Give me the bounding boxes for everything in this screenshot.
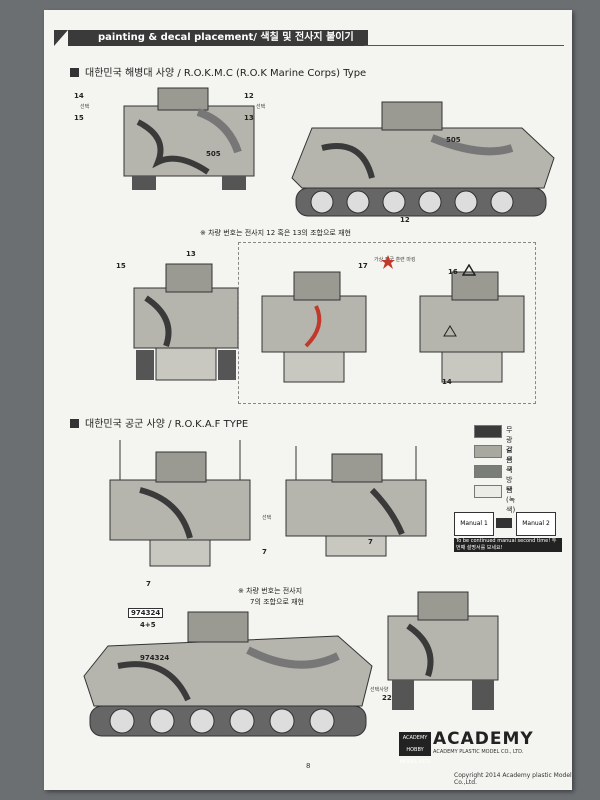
arrow-right-icon	[496, 518, 512, 528]
front-view-vehicle	[123, 87, 255, 190]
instruction-page: painting & decal placement/ 색칠 및 전사지 붙이기…	[44, 10, 572, 790]
section-rokaf-title: 대한민국 공군 사양 / R.O.K.A.F TYPE	[70, 415, 248, 430]
side-callout-12: 12	[400, 216, 410, 224]
section-rokmc-label: 대한민국 해병대 사양 / R.O.K.M.C (R.O.K Marine Co…	[85, 68, 367, 79]
header-title: painting & decal placement/ 색칠 및 전사지 붙이기	[68, 30, 368, 46]
rokaf-callout-7-right: 7	[368, 538, 373, 546]
academy-logo: ACADEMY ACADEMY PLASTIC MODEL CO., LTD.	[433, 729, 533, 759]
rear-view-triangle-vehicle	[419, 271, 525, 383]
rokaf-side-view-vehicle	[83, 611, 373, 737]
side-plate-number: 974324	[140, 654, 170, 662]
copyright: Copyright 2014 Academy plastic Model Co.…	[454, 772, 572, 786]
rokaf-select-label: 선택	[262, 515, 272, 521]
rear-view-opfor-vehicle	[261, 271, 367, 383]
company-name: ACADEMY PLASTIC MODEL CO., LTD.	[433, 749, 524, 755]
callout-13: 13	[244, 114, 254, 122]
legend-swatch	[474, 445, 502, 458]
rokaf-callout-7-left: 7	[146, 580, 151, 588]
legend-swatch	[474, 425, 502, 438]
academy-badge: ACADEMY HOBBY MODEL KITS	[399, 732, 431, 765]
legend-label: 무광 검은색	[506, 426, 513, 474]
callout-16: 16	[448, 268, 458, 276]
hull-number: 505	[206, 150, 221, 158]
manual-continue-box: Manual 1 Manual 2 To be continued manual…	[454, 512, 562, 554]
legend-label: 국방색 (녹색)	[506, 466, 516, 514]
rokaf-front-view-vehicle	[387, 591, 499, 710]
legend-swatch	[474, 465, 502, 478]
callout-17: 17	[358, 262, 368, 270]
training-markings-box	[238, 242, 536, 404]
rear-view-vehicle	[133, 263, 239, 381]
red-star-icon	[381, 255, 395, 269]
rokaf-callout-7-center: 7	[262, 548, 267, 556]
callout-14: 14	[74, 92, 84, 100]
select-spec-label: 선택사양	[370, 687, 389, 693]
section-rokaf-label: 대한민국 공군 사양 / R.O.K.A.F TYPE	[85, 419, 249, 430]
callout-14-bottom: 14	[442, 378, 452, 386]
callout-22: 22	[382, 694, 392, 702]
rokaf-rear-view-right	[285, 446, 427, 557]
header-rule	[364, 45, 564, 46]
section-bullet-icon	[70, 68, 79, 77]
page-header: painting & decal placement/ 색칠 및 전사지 붙이기	[54, 30, 564, 46]
side-hull-number: 505	[446, 136, 461, 144]
vehicle-number-note-7-a: ※ 차량 번호는 전사지	[238, 587, 303, 595]
brand-name: ACADEMY	[433, 729, 534, 749]
callout-select-2: 선택	[256, 104, 266, 110]
rear-callout-13: 13	[186, 250, 196, 258]
header-triangle-icon	[54, 30, 68, 46]
manual-caption: To be continued manual second time! 두번째 …	[454, 538, 562, 552]
legend-label: 탄	[506, 486, 513, 494]
section-rokmc-title: 대한민국 해병대 사양 / R.O.K.M.C (R.O.K Marine Co…	[70, 64, 366, 79]
page-number: 8	[306, 762, 311, 770]
section-bullet-icon-2	[70, 419, 79, 428]
vehicle-number-note-12-13: ※ 차량 번호는 전사지 12 혹은 13의 조합으로 재현	[200, 229, 351, 237]
legend-swatch	[474, 485, 502, 498]
manual-2-book: Manual 2	[516, 512, 556, 536]
badge-bottom-text: HOBBY MODEL KITS	[399, 747, 431, 765]
vehicle-number-note-7-b: 7의 조합으로 재현	[250, 598, 304, 606]
rokaf-rear-view-left	[109, 440, 251, 567]
callout-4-plus-5: 4+5	[140, 621, 156, 629]
triangle-icon	[462, 264, 476, 276]
legend-label: 갈색	[506, 446, 513, 464]
callout-select: 선택	[80, 104, 90, 110]
side-view-vehicle	[291, 101, 555, 217]
rear-callout-15: 15	[116, 262, 126, 270]
callout-12: 12	[244, 92, 254, 100]
manual-1-book: Manual 1	[454, 512, 494, 536]
license-plate: 974324	[128, 608, 164, 618]
badge-top-text: ACADEMY	[402, 735, 428, 741]
callout-15: 15	[74, 114, 84, 122]
